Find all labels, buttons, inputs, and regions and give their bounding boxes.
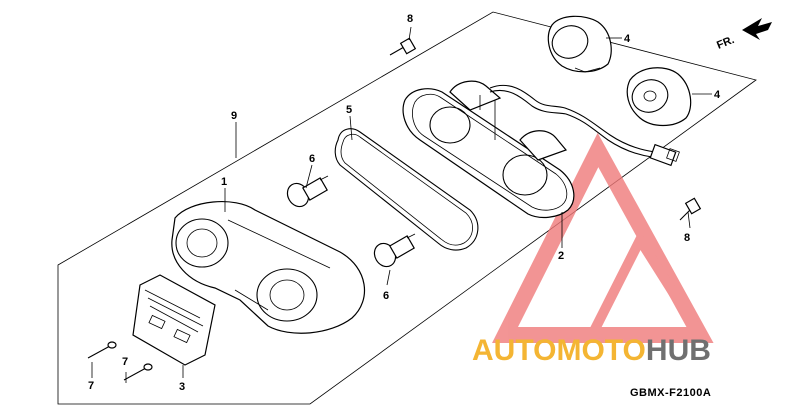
tail-light-lens	[171, 200, 366, 334]
watermark-logo: AUTOMOTOHUB	[472, 334, 711, 367]
screw-right	[123, 363, 153, 381]
callout-2: 2	[558, 250, 564, 262]
callout-4-lower: 4	[714, 89, 721, 101]
svg-text:AUTOMOTOHUB: AUTOMOTOHUB	[472, 334, 711, 367]
diagram-code: GBMX-F2100A	[630, 387, 711, 399]
leader-lines	[91, 26, 712, 383]
callout-1: 1	[221, 176, 227, 188]
gasket	[334, 128, 479, 251]
watermark-hub: HUB	[646, 334, 711, 367]
callout-7-right: 7	[122, 356, 128, 368]
watermark-triangle	[492, 132, 714, 343]
assembly-outline	[57, 11, 757, 405]
watermark-moto: MOTO	[556, 334, 645, 367]
bolt-upper	[389, 37, 417, 56]
callout-8-upper: 8	[407, 13, 413, 25]
wire-harness	[489, 84, 680, 167]
callout-6-upper: 6	[309, 153, 315, 165]
callout-6-lower: 6	[383, 290, 389, 302]
callout-7-left: 7	[88, 380, 94, 392]
watermark-auto: AUTO	[472, 334, 556, 367]
front-direction-arrow-icon	[742, 18, 772, 40]
screw-left	[87, 341, 117, 359]
callout-8-lower: 8	[684, 232, 690, 244]
callout-5: 5	[346, 104, 352, 116]
bulb-lower	[373, 233, 416, 268]
bolt-lower	[679, 197, 702, 221]
socket-upper	[547, 15, 612, 73]
callout-3: 3	[179, 381, 185, 393]
callout-9: 9	[231, 110, 237, 122]
direction-label: FR.	[715, 34, 736, 52]
bulb-upper	[286, 175, 329, 208]
reflector-cover	[132, 274, 216, 366]
callout-4-upper: 4	[624, 33, 631, 45]
housing-base	[402, 80, 575, 219]
socket-lower	[626, 67, 692, 127]
